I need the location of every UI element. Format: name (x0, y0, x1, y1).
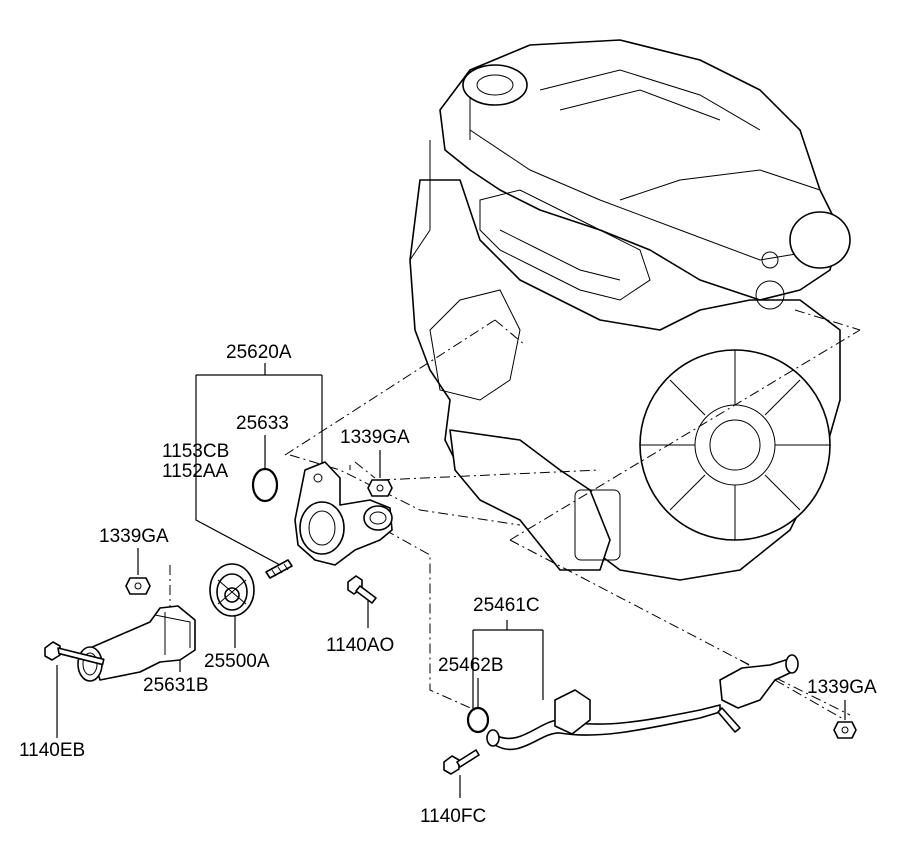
label-1140EB: 1140EB (19, 740, 86, 761)
gasket-ring-25633 (251, 467, 279, 503)
nut-1339GA-right (833, 721, 857, 739)
inlet-fitting-25631B (77, 605, 196, 682)
label-1152AA: 1152AA (162, 461, 229, 482)
bolt-1140FC (443, 749, 480, 775)
label-25631B: 25631B (143, 675, 209, 696)
engine-block (409, 39, 851, 581)
label-25500A: 25500A (204, 651, 270, 672)
bolt-1140EB (44, 641, 105, 666)
label-1140AO: 1140AO (326, 635, 395, 656)
label-1339GA-left: 1339GA (99, 526, 169, 547)
thermostat-25500A (209, 563, 255, 617)
thermostat-housing-25620A (294, 461, 393, 566)
o-ring-25462B (466, 706, 490, 734)
stud-bolt (265, 559, 293, 579)
bolt-1140AO (347, 575, 377, 604)
label-1140FC: 1140FC (420, 806, 487, 827)
label-25462B: 25462B (438, 655, 504, 676)
label-25633: 25633 (236, 413, 289, 434)
label-1339GA-top: 1339GA (340, 427, 410, 448)
nut-1339GA-top (367, 479, 393, 497)
label-25620A: 25620A (226, 342, 292, 363)
nut-1339GA-left (125, 577, 151, 595)
label-1339GA-right: 1339GA (807, 677, 877, 698)
label-1153CB: 1153CB (162, 441, 230, 462)
water-pipe-25461C (486, 654, 799, 751)
label-25461C: 25461C (473, 595, 540, 616)
